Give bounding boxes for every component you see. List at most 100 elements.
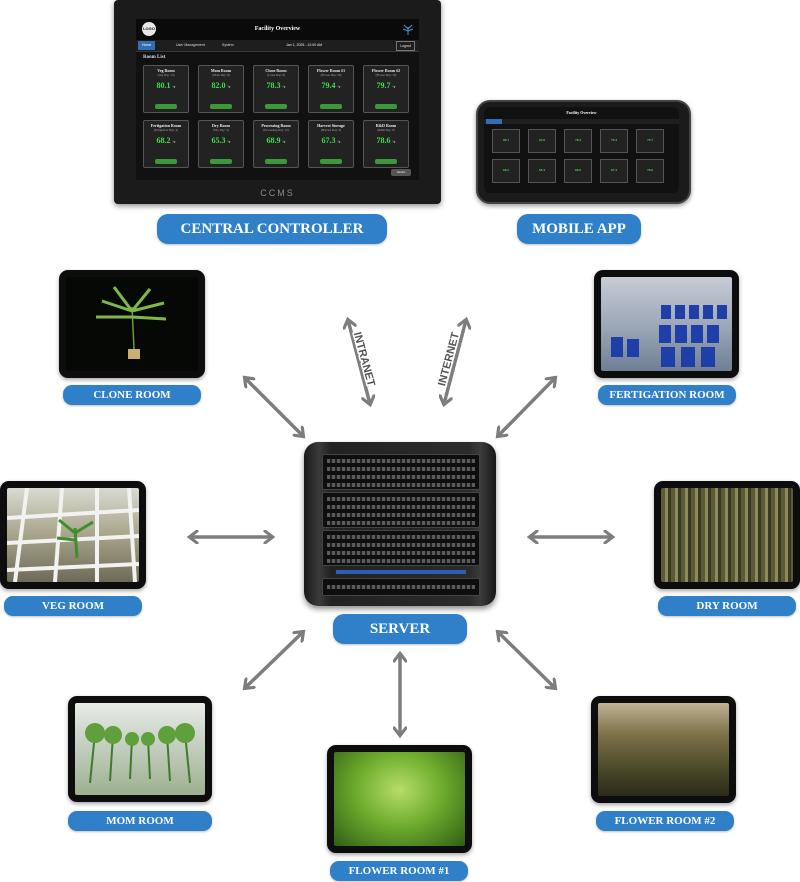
room-card-details-button[interactable]	[155, 104, 177, 109]
room-card-name: Clone Room	[265, 68, 287, 73]
room-card[interactable]: Veg Room(Veg Day: 15)80.1 °F	[143, 65, 189, 113]
room-card-subtitle: (Flower Day: 30)	[320, 73, 342, 77]
server-rack-unit	[322, 454, 480, 490]
room-card-details-button[interactable]	[375, 159, 397, 164]
room-card-details-button[interactable]	[375, 104, 397, 109]
arrow-intranet	[348, 320, 370, 404]
phone-room-card[interactable]: 78.3	[564, 129, 592, 153]
room-card-temperature: 82.0 °F	[211, 81, 231, 90]
room-card-details-button[interactable]	[320, 159, 342, 164]
fertigation-room-photo	[594, 270, 739, 378]
phone-room-value: 78.6	[646, 168, 654, 172]
room-card-name: Fertigation Room	[150, 123, 182, 128]
phone-room-value: 67.3	[610, 168, 618, 172]
phone-room-card[interactable]: 78.6	[636, 159, 664, 183]
phone-room-card[interactable]: 82.0	[528, 129, 556, 153]
room-card-temperature: 67.3 °F	[321, 136, 341, 145]
mom-room-photo	[68, 696, 212, 802]
room-card-details-button[interactable]	[210, 159, 232, 164]
phone-room-card[interactable]: 68.2	[492, 159, 520, 183]
room-card-name: Mom Room	[210, 68, 232, 73]
room-card[interactable]: Mom Room(Mom Day: 8)82.0 °F	[198, 65, 244, 113]
controller-nav: Home User Management System Jan 1, 2025 …	[136, 40, 419, 52]
mobile-phone: Facility Overview 80.1 82.0 78.3 79.4 79.7 68…	[476, 100, 691, 204]
room-card[interactable]: Processing Room(Processing Day: 12) 68.9 …	[253, 120, 299, 168]
intranet-label: INTRANET	[351, 331, 377, 388]
room-card-details-button[interactable]	[265, 104, 287, 109]
phone-room-value: 78.3	[574, 138, 582, 142]
room-card[interactable]: Dry Room(Dry Day: 5)65.3 °F	[198, 120, 244, 168]
room-card-name: Processing Room	[261, 123, 291, 128]
dry-room-label: DRY ROOM	[658, 596, 796, 616]
phone-room-value: 68.2	[502, 168, 510, 172]
server-blue-light	[336, 570, 466, 574]
room-card[interactable]: Flower Room #2(Flower Day: 30)79.7 °F	[363, 65, 409, 113]
phone-room-value: 68.9	[574, 168, 582, 172]
room-card-details-button[interactable]	[155, 159, 177, 164]
room-card-details-button[interactable]	[265, 159, 287, 164]
room-card-subtitle: (Processing Day: 12)	[263, 128, 289, 132]
phone-nav	[484, 119, 679, 124]
phone-room-value: 65.3	[538, 168, 546, 172]
room-card-temperature: 78.3 °F	[266, 81, 286, 90]
room-card-name: R&D Room	[375, 123, 397, 128]
room-card-subtitle: (Veg Day: 15)	[157, 73, 175, 77]
room-card-subtitle: (Flower Day: 30)	[375, 73, 397, 77]
room-card-subtitle: (Clone Day: 8)	[267, 73, 285, 77]
server-image	[304, 442, 496, 606]
room-card-temperature: 79.7 °F	[376, 81, 396, 90]
room-card[interactable]: R&D Room(R&D Day: 9)78.6 °F	[363, 120, 409, 168]
logout-button[interactable]: Logout	[396, 41, 415, 51]
veg-room-label: VEG ROOM	[4, 596, 142, 616]
phone-room-card[interactable]: 80.1	[492, 129, 520, 153]
veg-room-photo	[0, 481, 146, 589]
flower-room-1-label: FLOWER ROOM #1	[330, 861, 468, 881]
details-button[interactable]: Details	[391, 169, 411, 176]
fertigation-room-label: FERTIGATION ROOM	[598, 385, 736, 405]
room-card-temperature: 68.9 °F	[266, 136, 286, 145]
mom-plants-icon	[85, 723, 195, 784]
room-card-name: Dry Room	[212, 123, 230, 128]
phone-room-value: 79.4	[610, 138, 618, 142]
room-card-name: Harvest Storage	[317, 123, 345, 128]
room-card-subtitle: (R&D Day: 9)	[377, 128, 395, 132]
server-rack-unit	[322, 530, 480, 566]
room-list-title: Room List	[143, 55, 166, 60]
phone-room-value: 82.0	[538, 138, 546, 142]
room-card-name: Flower Room #1	[316, 68, 346, 73]
phone-room-card[interactable]: 67.3	[600, 159, 628, 183]
room-card[interactable]: Harvest Storage(Harvest Day: 3) 67.3 °F	[308, 120, 354, 168]
tab-home[interactable]: Home	[138, 41, 156, 50]
room-card[interactable]: Clone Room(Clone Day: 8) 78.3 °F	[253, 65, 299, 113]
controller-title: Facility Overview	[254, 26, 301, 32]
phone-room-card[interactable]: 79.7	[636, 129, 664, 153]
room-card-details-button[interactable]	[210, 104, 232, 109]
clone-room-label: CLONE ROOM	[63, 385, 201, 405]
room-card-temperature: 65.3 °F	[211, 136, 231, 145]
room-card-temperature: 68.2 °F	[156, 136, 176, 145]
ccms-brand: CCMS	[260, 188, 295, 198]
phone-title: Facility Overview	[566, 110, 597, 115]
arrow-fertigation-server	[498, 378, 555, 436]
tab-system[interactable]: System	[222, 43, 234, 47]
arrow-flower2-server	[498, 632, 555, 688]
flower-room-2-label: FLOWER ROOM #2	[596, 811, 734, 831]
phone-room-value: 79.7	[646, 138, 654, 142]
arrow-clone-server	[245, 378, 303, 436]
phone-tab-home[interactable]	[486, 119, 502, 124]
room-card-subtitle: (Harvest Day: 3)	[320, 128, 342, 132]
phone-screen: Facility Overview 80.1 82.0 78.3 79.4 79.7 68…	[484, 107, 679, 193]
tab-user-management[interactable]: User Management	[176, 43, 205, 47]
phone-room-card[interactable]: 79.4	[600, 129, 628, 153]
phone-room-card[interactable]: 65.3	[528, 159, 556, 183]
central-controller-monitor: LOGO Facility Overview Home User Managem…	[114, 0, 441, 204]
clone-room-photo	[59, 270, 205, 378]
room-card-temperature: 80.1 °F	[156, 81, 176, 90]
mobile-app-label: MOBILE APP	[517, 214, 641, 244]
room-card-details-button[interactable]	[320, 104, 342, 109]
server-label: SERVER	[333, 614, 467, 644]
room-card[interactable]: Fertigation Room(Fertigation Day: 4)68.2…	[143, 120, 189, 168]
room-card[interactable]: Flower Room #1(Flower Day: 30)79.4 °F	[308, 65, 354, 113]
phone-room-card[interactable]: 68.9	[564, 159, 592, 183]
